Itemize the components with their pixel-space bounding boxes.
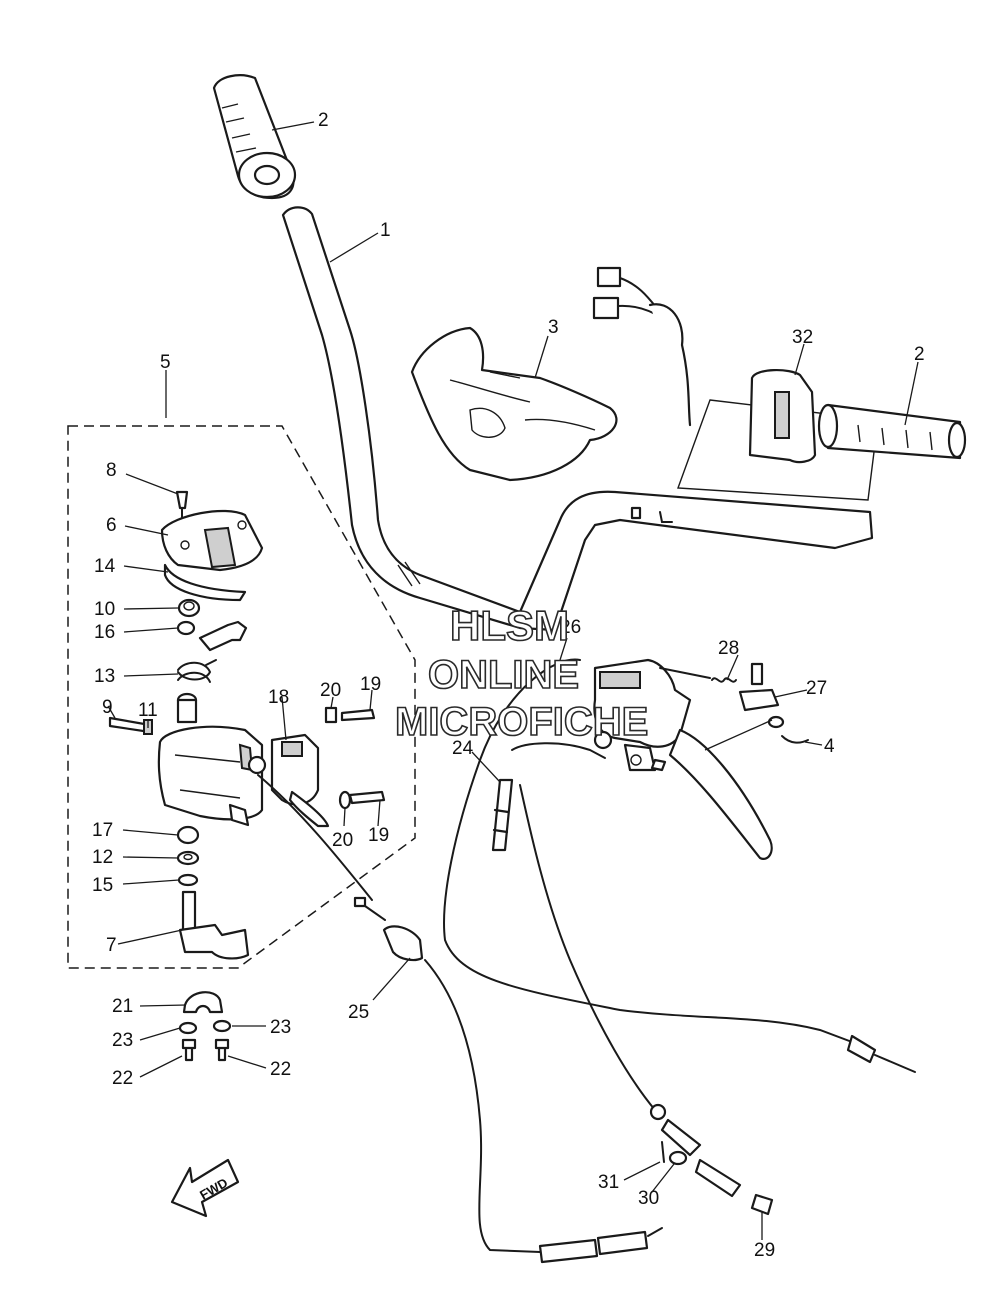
callout-9: 9	[102, 697, 113, 718]
callout-20-upper: 20	[320, 680, 341, 701]
callout-13: 13	[94, 666, 115, 687]
watermark: HLSM ONLINE MICROFICHE	[394, 601, 649, 745]
callout-32-switch: 32	[792, 327, 813, 348]
callout-24: 24	[452, 738, 474, 759]
callout-12: 12	[92, 847, 113, 868]
callout-22-right: 22	[270, 1059, 291, 1080]
watermark-line-3: MICROFICHE	[395, 700, 648, 744]
callout-labels: 2 1 3 32 2 5 8 6 14 10 16 13 9 11 18 20 …	[92, 110, 925, 1261]
callout-28: 28	[718, 638, 739, 659]
callout-7: 7	[106, 935, 117, 956]
callout-31: 31	[598, 1172, 619, 1193]
callout-30: 30	[638, 1188, 659, 1209]
callout-1-handlebar: 1	[380, 220, 391, 241]
callout-5-assembly: 5	[160, 352, 171, 373]
callout-14: 14	[94, 556, 116, 577]
callout-3-cover: 3	[548, 317, 559, 338]
callout-20-lower: 20	[332, 830, 353, 851]
brake-lever-assembly	[593, 658, 809, 860]
callout-18: 18	[268, 687, 289, 708]
callout-19-lower: 19	[368, 825, 389, 846]
callout-4: 4	[824, 736, 835, 757]
callout-23-left: 23	[112, 1030, 133, 1051]
watermark-line-1: HLSM	[450, 602, 569, 649]
callout-21: 21	[112, 996, 133, 1017]
leader-lines	[107, 121, 919, 1240]
callout-16: 16	[94, 622, 115, 643]
callout-26: 26	[560, 617, 581, 638]
callout-11: 11	[138, 700, 158, 721]
callout-15: 15	[92, 875, 113, 896]
right-grip	[817, 403, 967, 460]
callout-29: 29	[754, 1240, 775, 1261]
callout-2-left-grip: 2	[318, 110, 329, 131]
watermark-line-2: ONLINE	[428, 653, 579, 697]
callout-17: 17	[92, 820, 113, 841]
handlebar	[281, 206, 874, 632]
callout-10: 10	[94, 599, 115, 620]
throttle-assembly	[108, 490, 386, 960]
callout-2-right-grip: 2	[914, 344, 925, 365]
fwd-arrow-icon: FWD	[170, 1158, 240, 1218]
handlebar-cover	[410, 326, 618, 482]
clamp-parts	[178, 991, 232, 1062]
callout-8: 8	[106, 460, 117, 481]
callout-27: 27	[806, 678, 827, 699]
cables	[257, 658, 916, 1264]
throttle-assembly-boundary	[67, 425, 416, 969]
callout-6: 6	[106, 515, 117, 536]
callout-23-right: 23	[270, 1017, 291, 1038]
callout-25: 25	[348, 1002, 369, 1023]
right-switch-and-wiring	[592, 266, 879, 501]
callout-22-left: 22	[112, 1068, 133, 1089]
left-grip	[212, 74, 297, 200]
callout-19-upper: 19	[360, 674, 381, 695]
